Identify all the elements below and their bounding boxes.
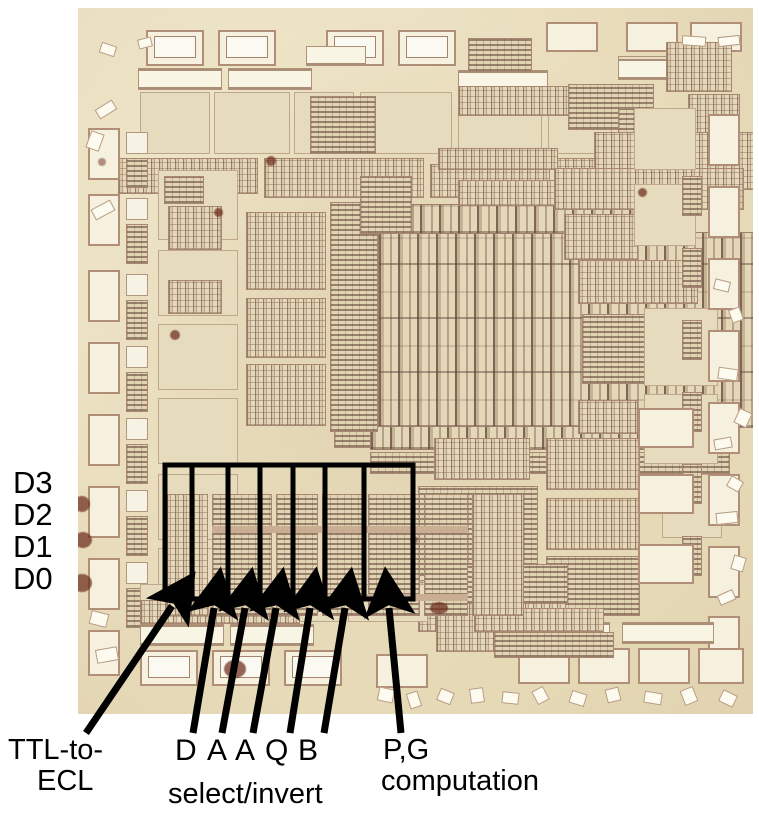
label-ttl-to-ecl-line1: TTL-to- bbox=[8, 734, 104, 766]
label-d2: D2 bbox=[13, 497, 53, 532]
label-pg-line2: computation bbox=[381, 765, 539, 797]
label-select-invert-caption: select/invert bbox=[168, 778, 323, 810]
label-d3: D3 bbox=[13, 465, 53, 500]
die-photograph bbox=[78, 8, 753, 714]
label-d1: D1 bbox=[13, 529, 53, 564]
label-d0: D0 bbox=[13, 561, 53, 596]
label-select-b: B bbox=[298, 734, 319, 767]
label-ttl-to-ecl-line2: ECL bbox=[37, 765, 94, 797]
label-select-q: Q bbox=[265, 734, 289, 767]
label-select-a-2: A bbox=[235, 734, 256, 767]
block-column-7-content bbox=[472, 494, 524, 616]
label-pg-line1: P,G bbox=[383, 734, 430, 766]
label-select-a-1: A bbox=[207, 734, 228, 767]
block-column-1-content bbox=[166, 494, 208, 616]
label-select-d: D bbox=[175, 734, 197, 767]
